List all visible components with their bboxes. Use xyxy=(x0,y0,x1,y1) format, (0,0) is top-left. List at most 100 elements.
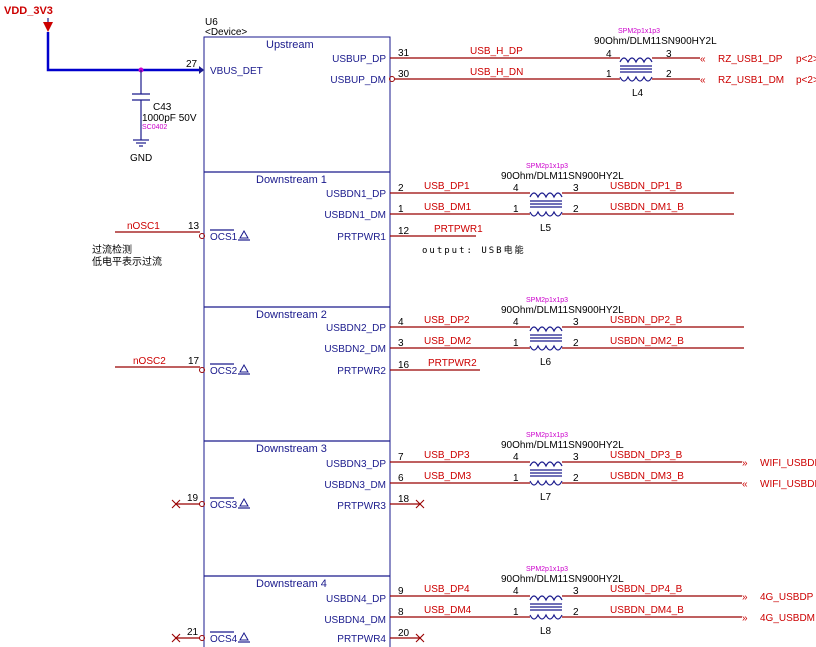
vdd-power-symbol: VDD_3V3 xyxy=(4,5,53,32)
pin-name-usbdn3-dp: USBDN3_DP xyxy=(326,459,386,470)
pin-num-12: 12 xyxy=(398,226,410,237)
capacitor-c43: C43 1000pF 50V SC0402 GND xyxy=(130,70,197,164)
choke-model: SPM2p1x1p3 xyxy=(526,297,568,304)
pin-name-usbdn1-dm: USBDN1_DM xyxy=(324,210,386,221)
section-title-downstream-1: Downstream 1 xyxy=(256,174,327,186)
choke-pin: 4 xyxy=(513,452,519,463)
choke-pin: 4 xyxy=(513,183,519,194)
pin-name-usbdn4-dp: USBDN4_DP xyxy=(326,594,386,605)
pin-name-vbus-det: VBUS_DET xyxy=(210,66,263,77)
pin-num-3: 3 xyxy=(398,338,404,349)
coil-icon xyxy=(619,57,653,64)
coil-icon xyxy=(529,461,563,468)
downstream2-nets: 4 3 16 USB_DP2 USB_DM2 PRTPWR2 xyxy=(390,315,530,371)
choke-pin: 1 xyxy=(513,607,519,618)
page-ref: p<2> xyxy=(796,54,816,65)
choke-l8: SPM2p1x1p3 90Ohm/DLM11SN900HY2L 4 1 3 2 … xyxy=(501,566,815,637)
net-nosc2: nOSC2 xyxy=(133,356,166,367)
pin-name-prtpwr3: PRTPWR3 xyxy=(337,501,386,512)
pin-num-1: 1 xyxy=(398,204,404,215)
choke-part: 90Ohm/DLM11SN900HY2L xyxy=(501,305,624,316)
pin-name-usbup-dm: USBUP_DM xyxy=(330,75,386,86)
pin-num-9: 9 xyxy=(398,586,404,597)
choke-pin: 3 xyxy=(666,49,672,60)
device-u6: U6 <Device> Upstream VBUS_DET USBUP_DP U… xyxy=(199,17,391,647)
pin-name-usbdn1-dp: USBDN1_DP xyxy=(326,189,386,200)
net-wifi-usbdm: WIFI_USBDM xyxy=(760,479,816,490)
choke-ref: L7 xyxy=(540,492,552,503)
net-usb-dp1: USB_DP1 xyxy=(424,181,470,192)
choke-pin: 2 xyxy=(573,473,579,484)
pin-num-4: 4 xyxy=(398,317,404,328)
cap-value: 1000pF 50V xyxy=(142,113,197,124)
device-outline xyxy=(203,36,391,647)
net-usbdn-dp1-b: USBDN_DP1_B xyxy=(610,181,683,192)
gnd-label: GND xyxy=(130,153,152,164)
net-usbdn-dp2-b: USBDN_DP2_B xyxy=(610,315,683,326)
pin-num-27: 27 xyxy=(186,59,198,70)
choke-part: 90Ohm/DLM11SN900HY2L xyxy=(501,440,624,451)
overcurrent-note-2: 低电平表示过流 xyxy=(92,255,162,268)
section-title-upstream: Upstream xyxy=(266,39,314,51)
pin-num-16: 16 xyxy=(398,360,410,371)
choke-pin: 2 xyxy=(666,69,672,80)
pin-num-6: 6 xyxy=(398,473,404,484)
pin-num-8: 8 xyxy=(398,607,404,618)
choke-ref: L5 xyxy=(540,223,552,234)
ocs-input-symbols xyxy=(238,229,250,643)
choke-pin: 3 xyxy=(573,317,579,328)
choke-ref: L8 xyxy=(540,626,552,637)
choke-pin: 3 xyxy=(573,586,579,597)
choke-pin: 2 xyxy=(573,204,579,215)
choke-pin: 1 xyxy=(606,69,612,80)
downstream1-nets: 2 1 12 USB_DP1 USB_DM1 PRTPWR1 output: U… xyxy=(390,181,530,256)
choke-pin: 1 xyxy=(513,473,519,484)
offpage-arrow-icon: » xyxy=(742,613,748,624)
offpage-arrow-icon: » xyxy=(742,458,748,469)
section-title-downstream-4: Downstream 4 xyxy=(256,578,327,590)
net-nosc1: nOSC1 xyxy=(127,221,160,232)
choke-model: SPM2p1x1p3 xyxy=(526,432,568,439)
net-prtpwr1: PRTPWR1 xyxy=(434,224,483,235)
coil-icon xyxy=(529,595,563,602)
net-usbdn-dm4-b: USBDN_DM4_B xyxy=(610,605,684,616)
pin-num-30: 30 xyxy=(398,69,410,80)
net-usbdn-dp4-b: USBDN_DP4_B xyxy=(610,584,683,595)
pin-name-usbdn2-dm: USBDN2_DM xyxy=(324,344,386,355)
net-wifi-usbdp: WIFI_USBDP xyxy=(760,458,816,469)
net-usb-dp2: USB_DP2 xyxy=(424,315,470,326)
schmitt-icon xyxy=(239,363,249,373)
pin-name-ocs3: OCS3 xyxy=(210,500,238,511)
output-note: output: USB电能 xyxy=(422,244,526,256)
device-type: <Device> xyxy=(205,27,247,38)
choke-l5: SPM2p1x1p3 90Ohm/DLM11SN900HY2L 4 1 3 2 … xyxy=(501,163,734,234)
net-usb-dm1: USB_DM1 xyxy=(424,202,472,213)
net-4g-usbdm: 4G_USBDM xyxy=(760,613,815,624)
offpage-arrow-icon: « xyxy=(742,479,748,490)
pin-arrow-icon xyxy=(199,66,204,74)
pin-name-usbdn2-dp: USBDN2_DP xyxy=(326,323,386,334)
choke-model: SPM2p1x1p3 xyxy=(526,163,568,170)
pin-num-7: 7 xyxy=(398,452,404,463)
net-4g-usbdp: 4G_USBDP xyxy=(760,592,814,603)
net-rz-usb1-dp: RZ_USB1_DP xyxy=(718,54,783,65)
choke-pin: 1 xyxy=(513,204,519,215)
vbus-net-wire xyxy=(46,32,203,72)
net-usb-dm2: USB_DM2 xyxy=(424,336,472,347)
choke-l7: SPM2p1x1p3 90Ohm/DLM11SN900HY2L 4 1 3 2 … xyxy=(501,432,816,503)
power-arrow-icon xyxy=(43,22,53,32)
downstream3-nets: 7 6 18 USB_DP3 USB_DM3 xyxy=(390,450,530,509)
pin-name-usbup-dp: USBUP_DP xyxy=(332,54,386,65)
choke-pin: 4 xyxy=(513,317,519,328)
cap-ref: C43 xyxy=(153,102,172,113)
choke-l6: SPM2p1x1p3 90Ohm/DLM11SN900HY2L 4 1 3 2 … xyxy=(501,297,744,368)
downstream4-nets: 9 8 20 USB_DP4 USB_DM4 xyxy=(390,584,530,643)
choke-pin: 4 xyxy=(606,49,612,60)
pin-num-19: 19 xyxy=(187,493,199,504)
section-title-downstream-2: Downstream 2 xyxy=(256,309,327,321)
offpage-arrow-icon: « xyxy=(700,54,706,65)
net-rz-usb1-dm: RZ_USB1_DM xyxy=(718,75,784,86)
choke-l4: SPM2p1x1p3 90Ohm/DLM11SN900HY2L 4 1 3 2 … xyxy=(594,28,816,99)
overcurrent-note-1: 过流检测 xyxy=(92,243,132,256)
net-usbdn-dm1-b: USBDN_DM1_B xyxy=(610,202,684,213)
